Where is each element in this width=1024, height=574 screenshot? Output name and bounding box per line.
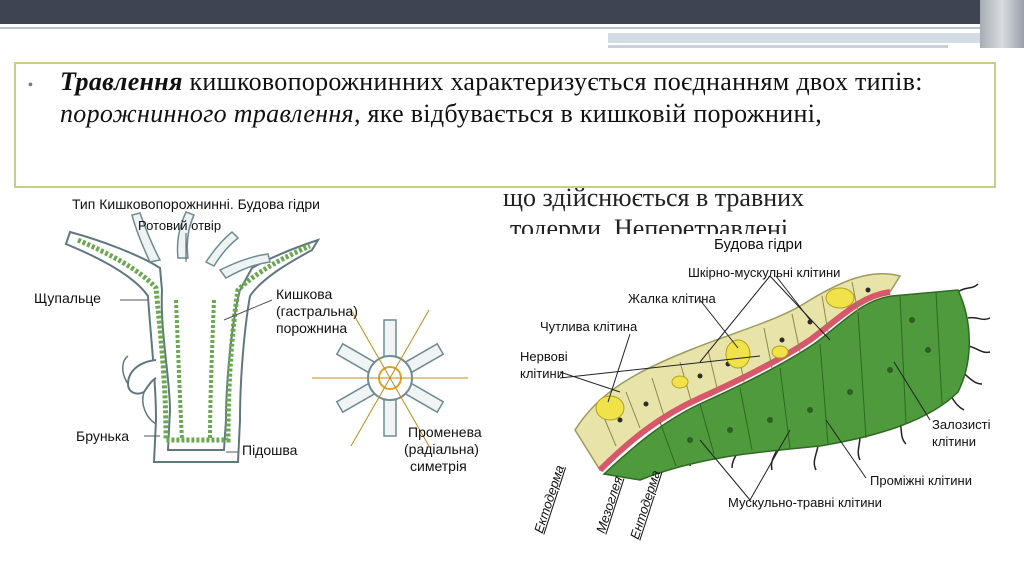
bullet-icon: • xyxy=(28,78,33,93)
hydra-body-outline xyxy=(64,230,321,463)
label-sensory-cell: Чутлива клітина xyxy=(540,319,638,334)
special-cells xyxy=(595,287,855,421)
accent-band-thin xyxy=(608,45,948,48)
label-digestive-muscle-cells: Мускульно-травні клітини xyxy=(728,495,882,510)
label-symmetry-3: симетрія xyxy=(410,458,467,474)
label-skin-muscle-cells: Шкірно-мускульні клітини xyxy=(688,265,841,280)
label-nerve-cells-1: Нервові xyxy=(520,349,568,364)
slide-corner-decoration xyxy=(980,0,1024,48)
wall-leader-lines xyxy=(559,275,931,501)
label-symmetry-1: Променева xyxy=(408,424,482,440)
mesoglea-layer xyxy=(597,289,891,473)
main-paragraph: Травлення кишковопорожнинних характеризу… xyxy=(60,66,990,130)
bud-tentacle xyxy=(122,355,129,385)
leader-line xyxy=(223,299,273,321)
slide-top-bar xyxy=(0,0,1024,24)
label-tentacle: Щупальце xyxy=(34,290,101,306)
label-symmetry-2: (радіальна) xyxy=(404,441,479,457)
hydra-endoderm-lining xyxy=(76,237,311,443)
tentacle xyxy=(218,253,271,279)
accent-line xyxy=(0,27,980,29)
tentacle xyxy=(131,212,162,263)
hydra-bud xyxy=(126,359,157,395)
endoderm-nuclei xyxy=(687,317,931,443)
paragraph-text-1: кишковопорожнинних характеризується поєд… xyxy=(182,67,923,96)
term-cavity-digestion: порожнинного травлення, xyxy=(60,99,361,128)
endoderm-cell-walls xyxy=(659,291,943,467)
label-cavity-3: порожнина xyxy=(276,320,348,336)
label-nerve-cells-2: клітини xyxy=(520,366,564,381)
paragraph-text-2: яке відбувається в кишковій порожнині, xyxy=(360,99,823,128)
hydra-cavity-lining xyxy=(174,299,216,441)
label-sole: Підошва xyxy=(242,442,298,458)
label-cavity-1: Кишкова xyxy=(276,286,333,302)
term-digestion: Травлення xyxy=(60,67,183,96)
tentacle xyxy=(204,230,240,267)
label-stinging-cell: Жалка клітина xyxy=(628,291,716,306)
overflow-text-line-2: тодерми. Неперетравлені xyxy=(510,214,789,234)
label-bud: Брунька xyxy=(76,428,130,444)
text-frame xyxy=(14,62,996,188)
radial-symmetry-diagram xyxy=(312,309,468,447)
endoderm-layer xyxy=(602,289,970,481)
label-intermediate-cells: Проміжні клітини xyxy=(870,473,972,488)
right-figure-title: Будова гідри xyxy=(714,236,803,253)
label-glandular-cells-1: Залозисті xyxy=(932,417,991,432)
accent-band xyxy=(608,33,980,43)
label-cavity-2: (гастральна) xyxy=(276,303,358,319)
label-mouth: Ротовий отвір xyxy=(138,218,222,233)
left-figure-title: Тип Кишковопорожнинні. Будова гідри xyxy=(72,196,320,212)
bud-base xyxy=(142,391,157,425)
label-glandular-cells-2: клітини xyxy=(932,434,976,449)
